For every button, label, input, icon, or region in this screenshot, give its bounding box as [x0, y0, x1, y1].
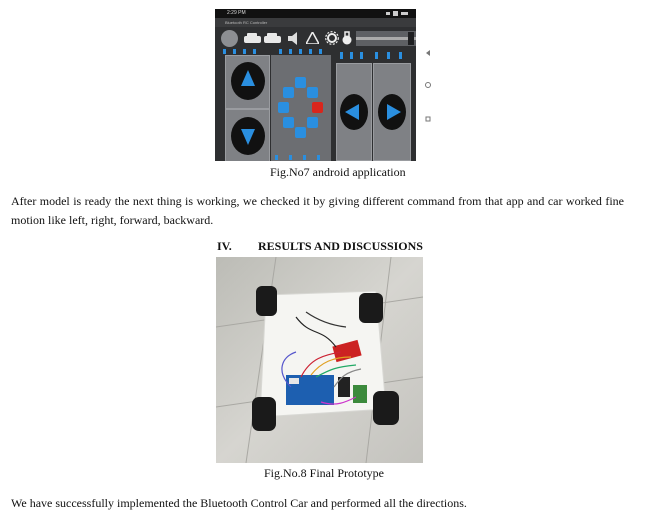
- triangle-warning-icon[interactable]: [306, 32, 319, 44]
- gear-icon[interactable]: [325, 31, 339, 45]
- phone-nav-buttons: [425, 50, 431, 122]
- left-button[interactable]: [336, 63, 372, 161]
- figure7-caption: Fig.No7 android application: [270, 165, 406, 179]
- down-arrow-icon: [241, 129, 255, 145]
- section-number: IV.: [217, 239, 232, 253]
- dpad-right-icon[interactable]: [312, 102, 323, 113]
- settings-icon[interactable]: [221, 30, 238, 47]
- forward-button[interactable]: [225, 55, 270, 109]
- dpad-up-left-icon[interactable]: [283, 87, 294, 98]
- dpad-up-right-icon[interactable]: [307, 87, 318, 98]
- prototype-photo-drawing: [216, 257, 423, 463]
- backward-button[interactable]: [225, 109, 270, 161]
- volume-icon[interactable]: [287, 32, 299, 45]
- dpad-left-icon[interactable]: [278, 102, 289, 113]
- app-toolbar: [221, 28, 416, 49]
- dpad-down-right-icon[interactable]: [307, 117, 318, 128]
- up-arrow-icon: [241, 70, 255, 86]
- dpad-down-left-icon[interactable]: [283, 117, 294, 128]
- speed-slider[interactable]: [356, 31, 416, 46]
- dpad-up-icon[interactable]: [295, 77, 306, 88]
- section-title: RESULTS AND DISCUSSIONS: [258, 239, 423, 253]
- app-title: Bluetooth RC Controller: [225, 20, 268, 25]
- phone-status-bar: 2:29 PM: [215, 9, 416, 18]
- right-button[interactable]: [373, 63, 411, 161]
- app-title-bar: Bluetooth RC Controller: [215, 18, 416, 27]
- dpad-down-icon[interactable]: [295, 127, 306, 138]
- car-icon[interactable]: [243, 31, 283, 46]
- lock-icon[interactable]: [342, 30, 352, 46]
- indicator-ticks: [223, 49, 402, 160]
- prototype-photo: [216, 257, 423, 463]
- direction-pad: [271, 55, 331, 161]
- right-arrow-icon: [387, 104, 401, 120]
- status-icons: [386, 11, 408, 16]
- figure8-caption: Fig.No.8 Final Prototype: [264, 466, 385, 480]
- status-time: 2:29 PM: [227, 10, 246, 16]
- android-app-screenshot: 2:29 PM Bluetooth RC Controller: [215, 9, 416, 161]
- left-arrow-icon: [345, 104, 359, 120]
- paragraph-conclusion: We have successfully implemented the Blu…: [11, 496, 467, 510]
- paragraph-app-testing: After model is ready the next thing is w…: [11, 194, 624, 227]
